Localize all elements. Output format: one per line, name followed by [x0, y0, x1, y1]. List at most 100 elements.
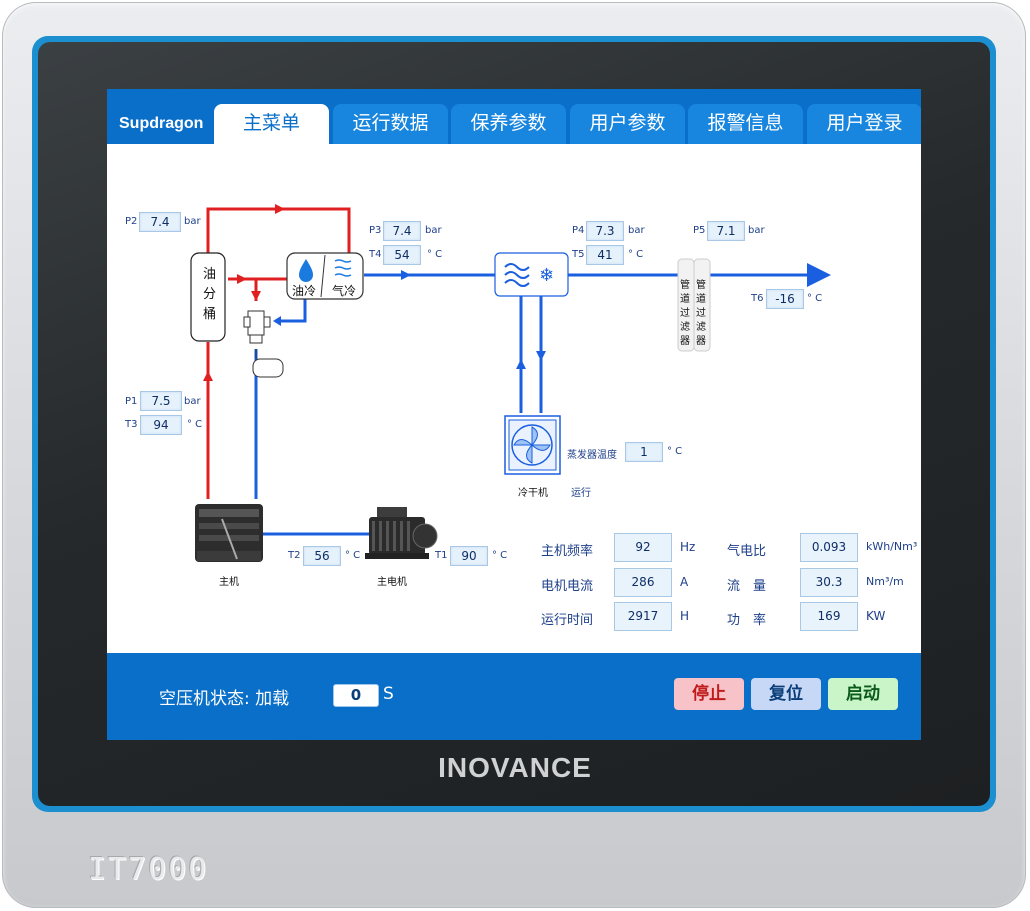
snowflake-icon: ❄: [539, 265, 554, 286]
p2-value: 7.4: [139, 212, 181, 232]
metric-label-flow: 流 量: [727, 579, 767, 594]
reset-button[interactable]: 复位: [751, 678, 821, 710]
metric-label-runtime: 运行时间: [541, 613, 594, 628]
hmi-screen: Supdragon 主菜单 运行数据 保养参数 用户参数 报警信息 用户登录: [107, 89, 921, 740]
t5-label: T5: [572, 249, 585, 260]
main-unit-label: 主机: [219, 577, 239, 588]
tab-user-login[interactable]: 用户登录: [807, 104, 921, 144]
t1-label: T1: [435, 550, 448, 561]
filter1-char: 道: [680, 294, 690, 305]
start-button[interactable]: 启动: [828, 678, 898, 710]
main-compressor-icon: [195, 504, 263, 562]
evaporator-temp-label: 蒸发器温度: [567, 450, 617, 461]
filter1-char: 滤: [680, 322, 690, 333]
p5-value: 7.1: [707, 221, 745, 241]
device-model: IT7000: [88, 852, 209, 887]
p4-label: P4: [572, 225, 585, 236]
tab-alarms[interactable]: 报警信息: [688, 104, 803, 144]
header-bar: Supdragon 主菜单 运行数据 保养参数 用户参数 报警信息 用户登录: [107, 89, 921, 144]
metric-unit-specific-power: kWh/Nm³: [866, 540, 918, 553]
p5-label: P5: [693, 225, 706, 236]
evaporator-temp-value: 1: [625, 442, 663, 462]
t2-unit: ° C: [345, 550, 361, 561]
oil-drop-icon: [299, 259, 313, 282]
t6-value: -16: [766, 289, 804, 309]
compressor-status-label: 空压机状态: 加载: [159, 689, 290, 709]
filter1-char: 过: [680, 308, 690, 319]
metric-unit-current: A: [680, 575, 689, 589]
tab-main-menu[interactable]: 主菜单: [214, 104, 329, 144]
p5-unit: bar: [748, 225, 765, 236]
tab-maintenance[interactable]: 保养参数: [451, 104, 566, 144]
process-diagram: ❄: [190, 204, 831, 562]
pipeline-filter-1-label: 管 道 过 滤 器: [680, 279, 692, 349]
filter2-char: 道: [696, 294, 706, 305]
metric-unit-power: KW: [866, 609, 886, 623]
filter1-char: 管: [680, 280, 690, 291]
metric-label-specific-power: 气电比: [727, 544, 767, 559]
metric-value-runtime: 2917: [614, 602, 672, 631]
tab-run-data[interactable]: 运行数据: [333, 104, 448, 144]
air-cooler-label: 气冷: [332, 284, 357, 298]
filter2-char: 过: [696, 308, 706, 319]
t2-label: T2: [288, 550, 301, 561]
p3-label: P3: [369, 225, 382, 236]
t4-label: T4: [369, 249, 382, 260]
stop-button[interactable]: 停止: [674, 678, 744, 710]
oil-filter: [252, 358, 284, 378]
metric-label-current: 电机电流: [541, 579, 594, 594]
metric-unit-flow: Nm³/m: [866, 575, 904, 588]
air-flow-arrows: [273, 270, 546, 369]
wave-icon: [504, 263, 530, 287]
oil-tank-char-3: 桶: [203, 307, 217, 322]
t2-value: 56: [303, 546, 341, 566]
dryer-status: 运行: [571, 488, 591, 499]
t6-unit: ° C: [807, 293, 823, 304]
metric-value-current: 286: [614, 568, 672, 597]
metric-value-frequency: 92: [614, 533, 672, 562]
t1-value: 90: [450, 546, 488, 566]
metric-label-frequency: 主机频率: [541, 544, 594, 559]
t3-value: 94: [140, 415, 182, 435]
compressor-status-value: 0: [333, 684, 379, 707]
p2-unit: bar: [184, 216, 201, 227]
metric-label-power: 功 率: [727, 613, 767, 628]
metric-unit-runtime: H: [680, 609, 690, 623]
p3-unit: bar: [425, 225, 442, 236]
filter1-char: 器: [680, 336, 690, 347]
oil-cooler-label: 油冷: [292, 284, 317, 298]
wind-icon: [334, 259, 352, 277]
main-motor-icon: [365, 507, 438, 559]
tab-user-params[interactable]: 用户参数: [570, 104, 685, 144]
oil-tank-char-1: 油: [203, 267, 217, 282]
main-motor-label: 主电机: [377, 577, 407, 588]
metric-value-flow: 30.3: [800, 568, 858, 597]
thermostatic-valve: [243, 310, 271, 344]
metric-value-specific-power: 0.093: [800, 533, 858, 562]
evaporator-temp-unit: ° C: [667, 446, 683, 457]
compressor-status-unit: S: [383, 684, 394, 704]
p4-value: 7.3: [586, 221, 624, 241]
t1-unit: ° C: [492, 550, 508, 561]
oil-separator: [190, 252, 226, 342]
p1-unit: bar: [184, 396, 201, 407]
p3-value: 7.4: [383, 221, 421, 241]
hot-flow-arrows: [203, 204, 285, 381]
t3-unit: ° C: [187, 419, 203, 430]
filter2-char: 管: [696, 280, 706, 291]
t3-label: T3: [125, 419, 138, 430]
t5-value: 41: [586, 245, 624, 265]
device-brand: INOVANCE: [438, 752, 592, 783]
p1-label: P1: [125, 396, 138, 407]
filter2-char: 器: [696, 336, 706, 347]
filter2-char: 滤: [696, 322, 706, 333]
t4-value: 54: [383, 245, 421, 265]
pipeline-filter-2-label: 管 道 过 滤 器: [696, 279, 708, 349]
t6-label: T6: [751, 293, 764, 304]
oil-tank-char-2: 分: [203, 287, 217, 302]
t4-unit: ° C: [427, 249, 443, 260]
metric-value-power: 169: [800, 602, 858, 631]
dryer-fan-icon: [504, 415, 561, 475]
brand-logo: Supdragon: [119, 115, 204, 132]
t5-unit: ° C: [628, 249, 644, 260]
